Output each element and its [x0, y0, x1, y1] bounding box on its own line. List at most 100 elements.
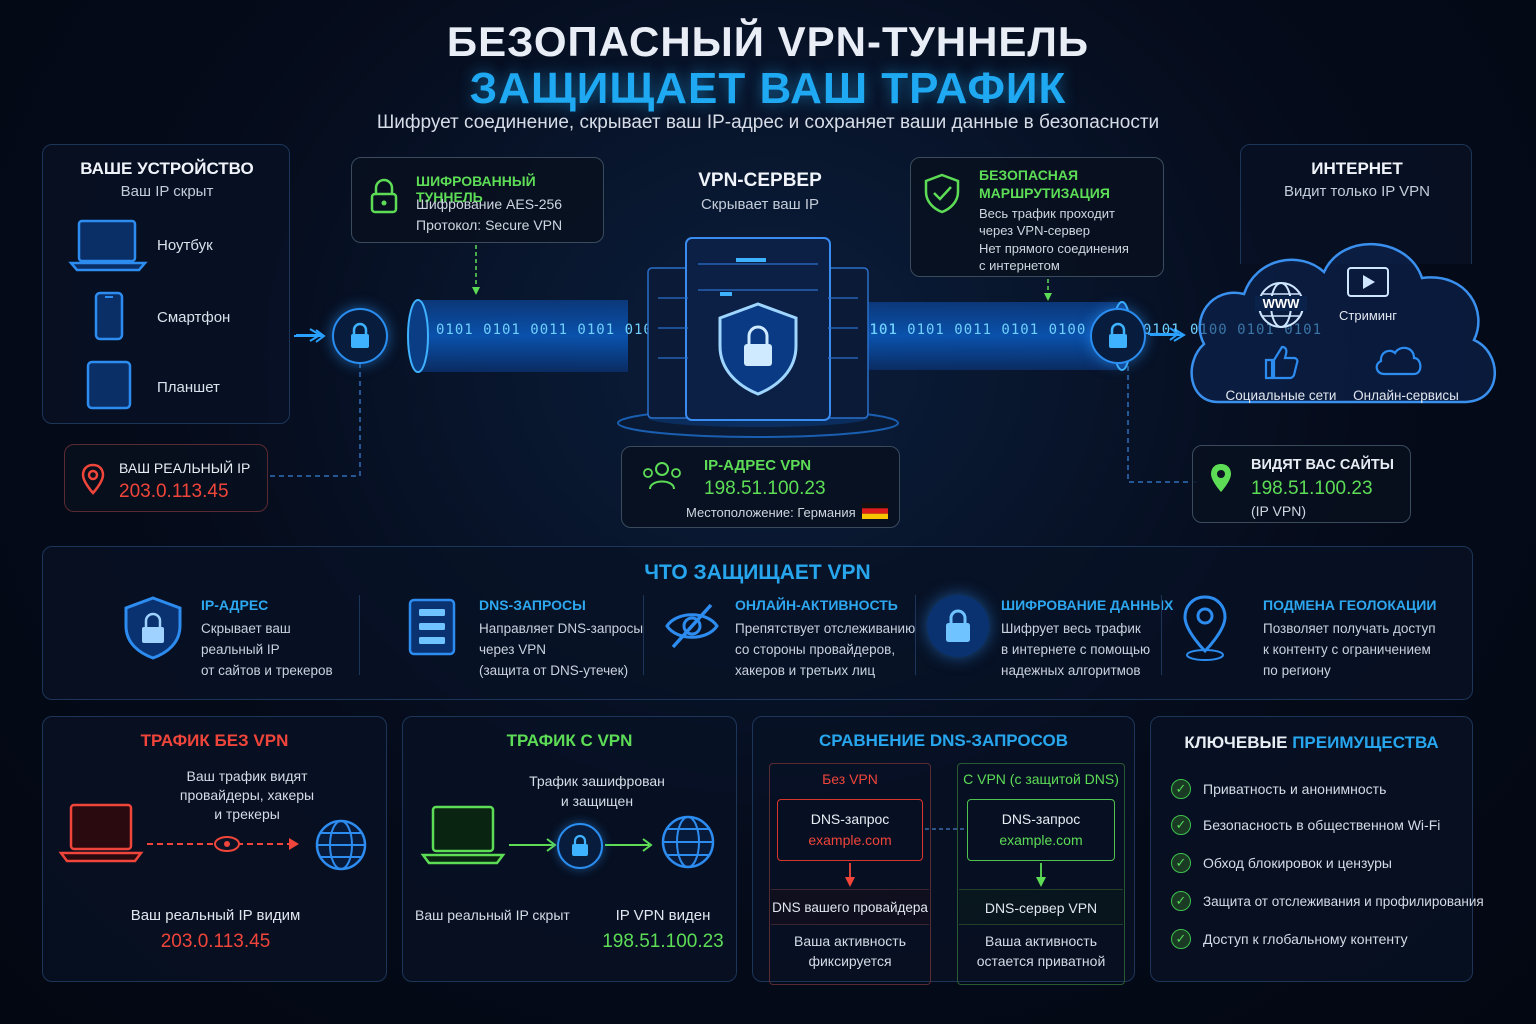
vpn-ip-value: 198.51.100.23 [704, 478, 826, 499]
smartphone-icon [94, 291, 124, 341]
dns-query-label: DNS-запрос [1001, 811, 1081, 827]
device-panel-subtitle: Ваш IP скрыт [120, 183, 214, 200]
with-vpn-ip-value: 198.51.100.23 [602, 931, 724, 952]
padlock-icon [946, 609, 970, 642]
dns-no-vpn-query-box: DNS-запрос example.com [777, 799, 923, 861]
users-icon [643, 462, 681, 490]
lock-node-left [332, 308, 388, 364]
page-title-accent: ЗАЩИЩАЕТ ВАШ ТРАФИК [469, 64, 1067, 113]
check-icon: ✓ [1171, 815, 1191, 835]
protect-item-text: Препятствует отслеживанию со стороны про… [735, 618, 915, 681]
arrow-down-icon [845, 863, 855, 887]
sites-see-label: ВИДЯТ ВАС САЙТЫ [1251, 457, 1394, 473]
service-social: Социальные сети [1225, 388, 1337, 403]
divider [643, 595, 644, 675]
no-vpn-ip-value: 203.0.113.45 [160, 931, 271, 952]
internet-panel-title: ИНТЕРНЕТ [1311, 159, 1403, 178]
internet-panel: ИНТЕРНЕТ Видит только IP VPN [1240, 144, 1472, 264]
advantage-item: ✓ Приватность и анонимность [1171, 779, 1386, 799]
shield-check-icon [924, 173, 960, 214]
geo-pin-icon [1183, 595, 1227, 661]
dns-compare-title: СРАВНЕНИЕ DNS-ЗАПРОСОВ [818, 731, 1068, 750]
real-ip-value: 203.0.113.45 [119, 481, 229, 502]
eye-off-icon [665, 603, 719, 649]
sites-connector [1127, 366, 1198, 483]
no-vpn-ip-label: Ваш реальный IP видим [130, 907, 301, 924]
protect-item-line: со стороны провайдеров, [735, 642, 896, 657]
divider [1161, 595, 1162, 675]
real-ip-card: ВАШ РЕАЛЬНЫЙ IP 203.0.113.45 [64, 444, 268, 512]
advantage-item: ✓ Защита от отслеживания и профилировани… [1171, 891, 1484, 911]
protect-item-title: IP-АДРЕС [201, 597, 269, 613]
vpn-server-subtitle: Скрывает ваш IP [700, 196, 820, 213]
routing-callout-title-1: БЕЗОПАСНАЯ [979, 167, 1079, 183]
shield-lock-icon [124, 596, 182, 660]
routing-callout-title-2: МАРШРУТИЗАЦИЯ [979, 185, 1110, 201]
protect-item-line: Препятствует отслеживанию [735, 621, 916, 636]
check-icon: ✓ [1171, 891, 1191, 911]
dns-domain: example.com [999, 832, 1083, 848]
no-vpn-line: провайдеры, хакеры [179, 787, 315, 803]
www-label: WWW [1255, 296, 1307, 311]
tunnel-callout-line1: Шифрование AES-256 [416, 196, 563, 212]
protect-item-line: к контенту с ограничением [1263, 642, 1431, 657]
tunnel-callout-line2: Протокол: Secure VPN [416, 217, 563, 233]
advantage-label: Приватность и анонимность [1203, 781, 1387, 797]
dns-no-vpn-header: Без VPN [822, 771, 878, 787]
dns-domain: example.com [808, 832, 892, 848]
advantage-item: ✓ Обход блокировок и цензуры [1171, 853, 1392, 873]
vpn-ip-card: IP-АДРЕС VPN 198.51.100.23 Местоположени… [621, 446, 900, 528]
with-vpn-title: ТРАФИК С VPN [506, 731, 633, 750]
page-title: БЕЗОПАСНЫЙ VPN-ТУННЕЛЬ [446, 18, 1090, 65]
device-panel-title: ВАШЕ УСТРОЙСТВО [80, 159, 254, 178]
dns-note-line: фиксируется [808, 953, 892, 969]
service-streaming: Стриминг [1339, 308, 1397, 323]
service-online: Онлайн-сервисы [1353, 388, 1459, 403]
protect-item-text: Шифрует весь трафик в интернете с помощь… [1001, 618, 1150, 681]
play-icon [1347, 267, 1389, 297]
device-label-tablet: Планшет [157, 379, 220, 396]
dns-note-line: Ваша активность [794, 933, 906, 949]
no-vpn-title: ТРАФИК БЕЗ VPN [140, 731, 289, 750]
routing-callout-line2: через VPN-сервер [979, 223, 1090, 238]
laptop-icon [68, 219, 148, 272]
dns-note-line: остается приватной [976, 953, 1106, 969]
dns-with-vpn-query-box: DNS-запрос example.com [967, 799, 1115, 861]
real-ip-label: ВАШ РЕАЛЬНЫЙ IP [119, 460, 251, 476]
dns-with-vpn-server: DNS-сервер VPN [959, 889, 1123, 925]
advantages-panel: КЛЮЧЕВЫЕ ПРЕИМУЩЕСТВА ✓ Приватность и ан… [1150, 716, 1484, 982]
vpn-server-icon [617, 237, 899, 438]
no-vpn-description: Ваш трафик видят провайдеры, хакеры и тр… [137, 767, 357, 824]
device-label-smartphone: Смартфон [157, 309, 231, 326]
advantage-label: Безопасность в общественном Wi-Fi [1203, 817, 1441, 833]
device-panel: ВАШЕ УСТРОЙСТВО Ваш IP скрыт Ноутбук Сма… [42, 144, 290, 424]
exposed-traffic-arrow [147, 836, 299, 852]
page-subtitle: Шифрует соединение, скрывает ваш IP-адре… [376, 112, 1160, 133]
dns-column-no-vpn [769, 763, 931, 985]
routing-callout: БЕЗОПАСНАЯ МАРШРУТИЗАЦИЯ Весь трафик про… [910, 157, 1164, 277]
protect-item-line: реальный IP [201, 642, 280, 657]
arrow-down-icon [1036, 863, 1046, 887]
laptop-icon [58, 803, 144, 863]
routing-callout-connector [1044, 279, 1052, 301]
with-vpn-left-label: Ваш реальный IP скрыт [415, 907, 570, 923]
divider [359, 595, 360, 675]
protect-item-line: Направляет DNS-запросы [479, 621, 644, 636]
dns-note-line: Ваша активность [985, 933, 1097, 949]
check-icon: ✓ [1171, 779, 1191, 799]
cloud-small-icon [1375, 346, 1422, 376]
advantage-label: Защита от отслеживания и профилирования [1203, 893, 1484, 909]
check-icon: ✓ [1171, 853, 1191, 873]
protect-item-title: ШИФРОВАНИЕ ДАННЫХ [1001, 597, 1174, 613]
routing-callout-line4: с интернетом [979, 258, 1060, 273]
check-icon: ✓ [1171, 929, 1191, 949]
no-vpn-panel: ТРАФИК БЕЗ VPN Ваш трафик видят провайде… [42, 716, 387, 982]
real-ip-connector [270, 352, 361, 477]
protect-item-line: хакеров и третьих лиц [735, 663, 876, 678]
vpn-ip-label: IP-АДРЕС VPN [704, 457, 812, 474]
arrow-right-icon [1148, 327, 1180, 341]
no-vpn-line: и трекеры [214, 806, 280, 822]
advantages-title: КЛЮЧЕВЫЕ ПРЕИМУЩЕСТВА [1151, 733, 1472, 753]
with-vpn-description: Трафик зашифрован и защищен [497, 771, 697, 811]
with-vpn-panel: ТРАФИК С VPN Трафик зашифрован и защищен… [402, 716, 737, 982]
